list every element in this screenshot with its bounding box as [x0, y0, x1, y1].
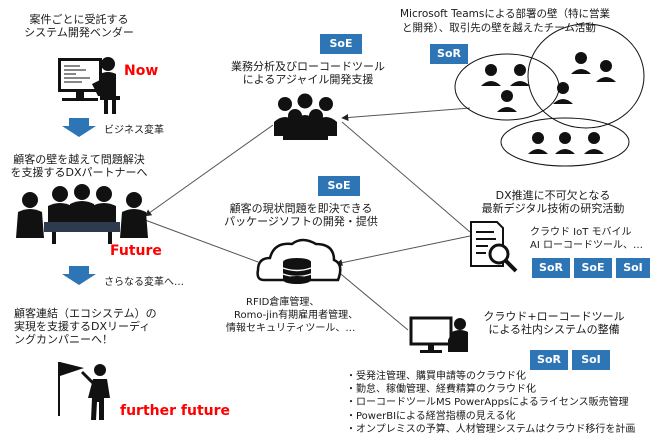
package-examples: RFID倉庫管理、 Romo-jin有期雇用者管理、 情報セキュリティツール、…: [226, 296, 358, 335]
business-transformation-label: ビジネス変革: [104, 125, 164, 136]
connector-research-to-package: [335, 235, 471, 267]
connector-agile-to-future: [144, 124, 274, 217]
package-example-item: Romo-jin有期雇用者管理、: [234, 310, 359, 321]
team-groups-icon: [454, 23, 645, 167]
cloud-initiative-item: ・勤怠、稼働管理、経費精算のクラウド化: [346, 384, 536, 396]
research-soe-badge: SoE: [574, 258, 612, 278]
dx-partner-line: を支援するDXパートナーへ: [10, 166, 148, 179]
connector-package-to-future: [144, 219, 259, 263]
dx-partner-stage-title: 顧客の壁を越えて問題解決 を支援するDXパートナーへ: [6, 153, 152, 179]
teams-activity-text: Microsoft Teamsによる部署の壁（特に営業 と開発）、取引先の壁を越…: [400, 7, 610, 35]
research-tech-line: AI ローコードツール、…: [530, 240, 643, 251]
package-development-line: 顧客の現状問題を即決できる: [229, 202, 373, 215]
developer-at-computer-icon: [58, 57, 120, 114]
leading-company-line: ングカンパニーへ！: [14, 333, 113, 346]
research-soi-badge: SoI: [616, 258, 650, 278]
cloud-soi-badge: SoI: [572, 350, 610, 370]
agile-team-icon: [274, 93, 337, 140]
cloud-system-line: による社内システムの整備: [488, 323, 620, 336]
research-sor-badge: SoR: [532, 258, 570, 278]
cloud-system-line: クラウド+ローコードツール: [483, 310, 625, 323]
left-flow-arrows: [62, 118, 96, 285]
teams-sor-badge: SoR: [430, 44, 468, 64]
package-soe-badge: SoE: [318, 176, 360, 196]
package-example-item: 情報セキュリティツール、…: [226, 323, 356, 334]
connector-cloud-to-package: [335, 269, 409, 331]
cloud-database-icon: [256, 238, 342, 284]
research-tech-line: クラウド IoT モバイル: [530, 227, 632, 238]
leading-company-line: 顧客連結（エコシステム）の: [14, 307, 157, 320]
package-example-item: RFID倉庫管理、: [246, 297, 320, 308]
admin-at-monitor-icon: [409, 316, 468, 353]
package-development-line: パッケージソフトの開発・提供: [224, 215, 378, 228]
further-transformation-label: さらなる変革へ…: [104, 277, 184, 288]
leading-company-stage-title: 顧客連結（エコシステム）の 実現を支援するDXリーディ ングカンパニーへ！: [14, 307, 157, 346]
connector-teams-to-agile: [341, 107, 471, 121]
agile-soe-badge: SoE: [320, 34, 362, 54]
person-with-flag-icon: [58, 362, 110, 420]
connector-research-to-agile: [341, 121, 471, 233]
package-development-text: 顧客の現状問題を即決できる パッケージソフトの開発・提供: [214, 202, 388, 228]
vendor-stage-title: 案件ごとに受託する システム開発ベンダー: [16, 13, 142, 39]
now-label: Now: [124, 63, 159, 79]
cloud-sor-badge: SoR: [530, 350, 568, 370]
agile-support-text: 業務分析及びローコードツール によるアジャイル開発支援: [226, 60, 390, 86]
vendor-stage-line: システム開発ベンダー: [24, 26, 134, 39]
cloud-initiative-item: ・PowerBIによる経営指標の見える化: [346, 410, 516, 422]
research-document-icon: [470, 221, 518, 273]
meeting-group-icon: [16, 184, 148, 244]
dx-partner-line: 顧客の壁を越えて問題解決: [13, 153, 145, 166]
cloud-initiative-item: ・オンプレミスの予算、人材管理システムはクラウド移行を計画: [346, 423, 636, 435]
vendor-stage-line: 案件ごとに受託する: [29, 13, 129, 26]
cloud-system-text: クラウド+ローコードツール による社内システムの整備: [476, 310, 632, 336]
research-technologies: クラウド IoT モバイル AI ローコードツール、…: [530, 226, 643, 252]
research-activity-text: DX推進に不可欠となる 最新デジタル技術の研究活動: [468, 189, 638, 215]
research-activity-line: 最新デジタル技術の研究活動: [481, 202, 625, 215]
connector-lines: [144, 107, 471, 331]
cloud-initiative-item: ・受発注管理、購買申請等のクラウド化: [346, 371, 526, 382]
research-activity-line: DX推進に不可欠となる: [495, 189, 611, 202]
teams-activity-line: と開発）、取引先の壁を越えたチーム活動: [402, 22, 596, 34]
agile-support-line: によるアジャイル開発支援: [242, 73, 374, 86]
arrow-future-to-further: [62, 266, 96, 285]
leading-company-line: 実現を支援するDXリーディ: [14, 320, 151, 333]
cloud-initiatives-list: ・受発注管理、購買申請等のクラウド化 ・勤怠、稼働管理、経費精算のクラウド化 ・…: [346, 370, 635, 436]
cloud-initiative-item: ・ローコードツールMS PowerAppsによるライセンス販売管理: [346, 397, 629, 409]
future-label: Future: [110, 243, 162, 259]
teams-activity-line: Microsoft Teamsによる部署の壁（特に営業: [400, 8, 611, 20]
arrow-now-to-future: [62, 118, 96, 137]
agile-support-line: 業務分析及びローコードツール: [231, 60, 385, 73]
further-future-label: further future: [120, 403, 231, 419]
